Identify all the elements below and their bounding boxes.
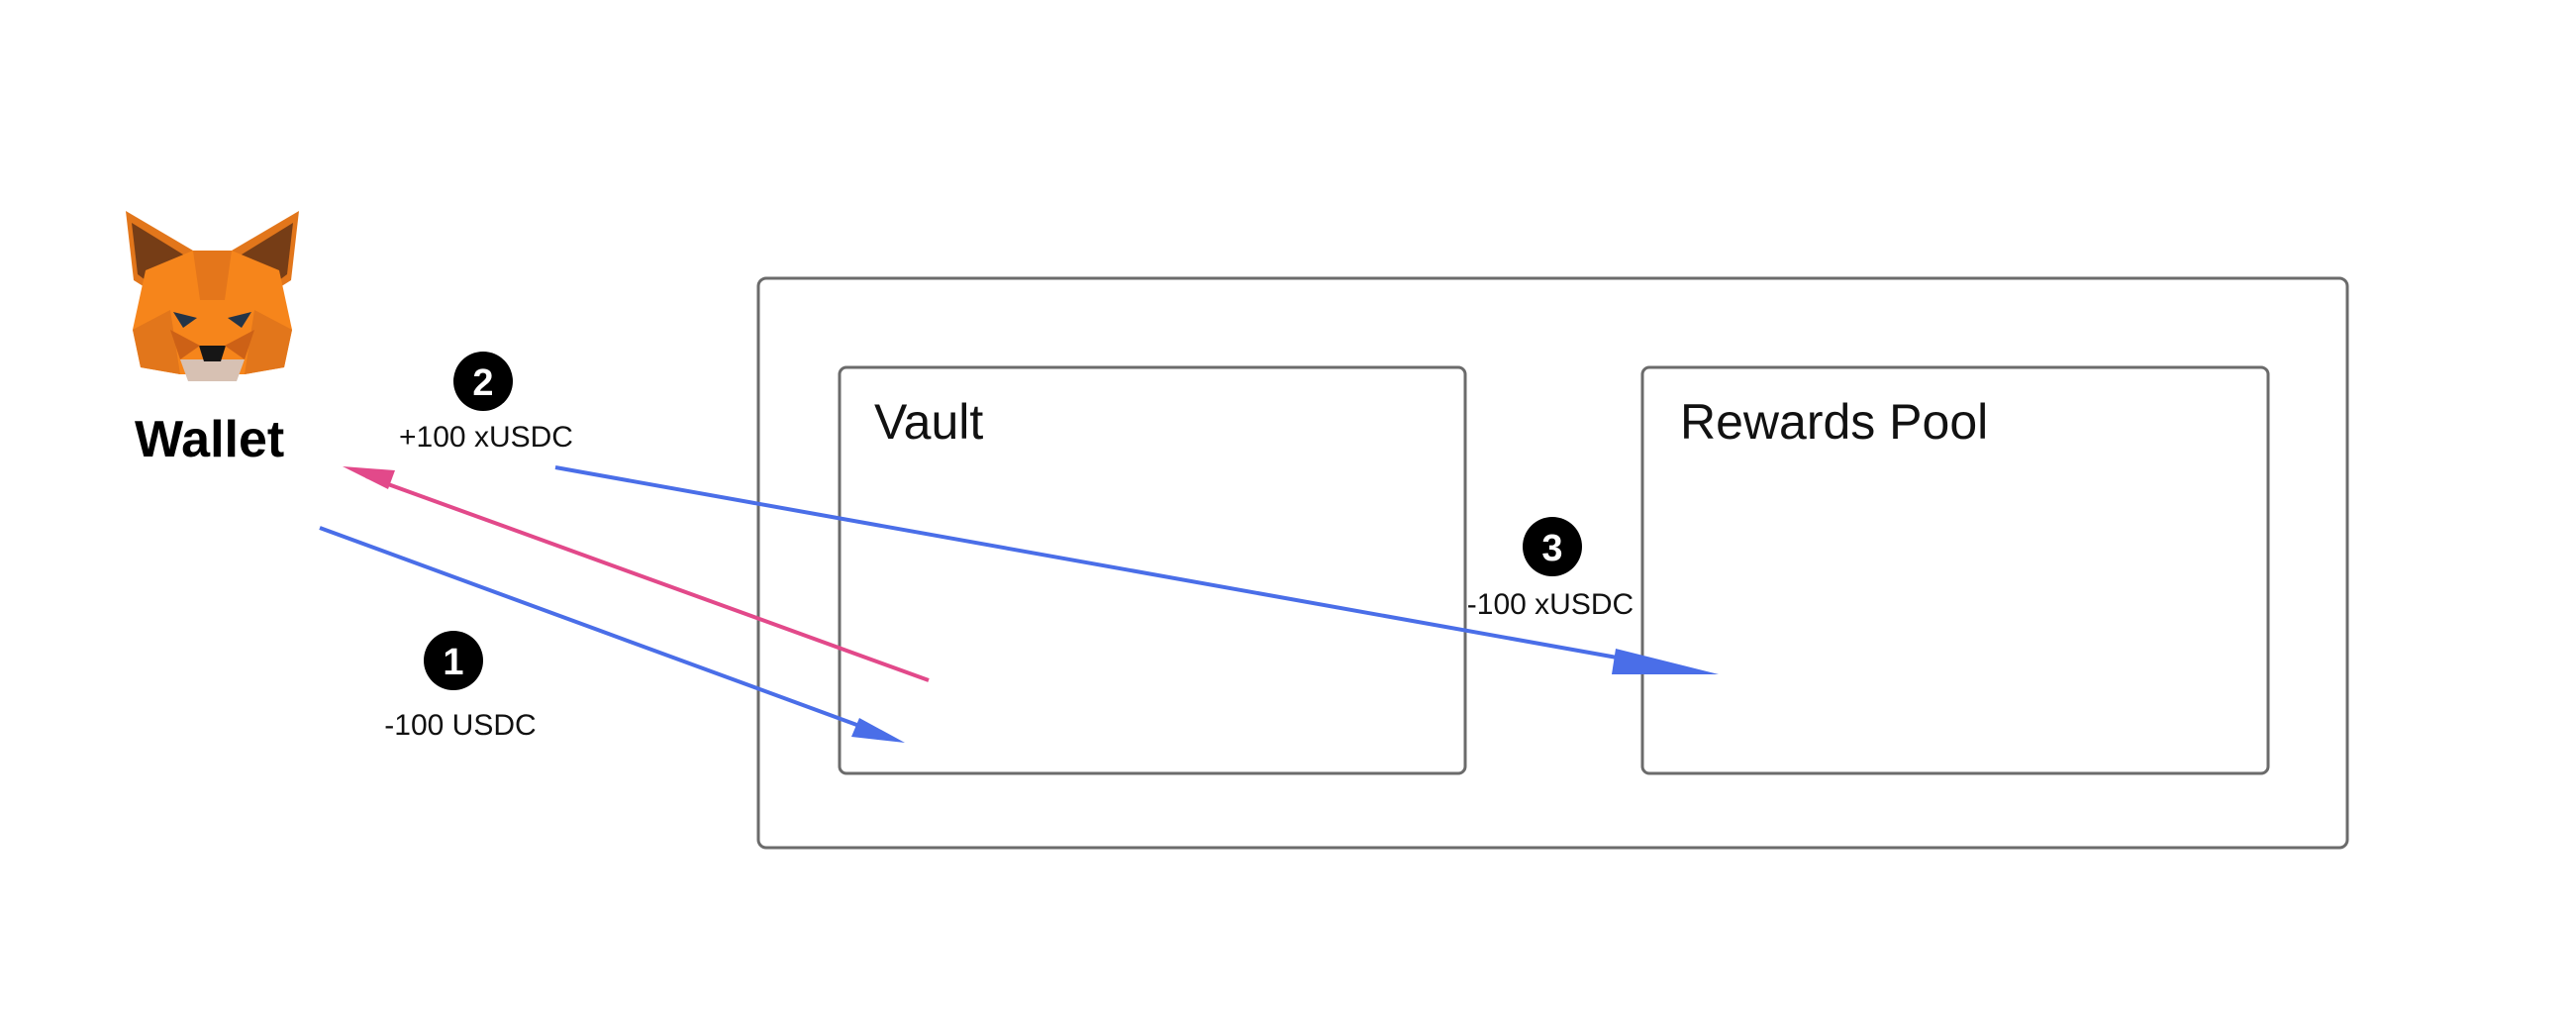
step-amount: -100 USDC: [384, 709, 536, 742]
step-2: 2 +100 xUSDC: [399, 352, 573, 454]
rewards-pool-title: Rewards Pool: [1680, 394, 1988, 450]
arrow-mint-xusdc: [343, 466, 930, 682]
metamask-fox-icon: [126, 211, 299, 381]
wallet-label: Wallet: [135, 411, 284, 468]
vault-box: Vault: [838, 365, 1467, 775]
step-badge: [424, 631, 483, 690]
rewards-pool-box: Rewards Pool: [1640, 365, 2270, 775]
step-amount: -100 xUSDC: [1467, 588, 1634, 621]
step-badge: [1523, 517, 1582, 576]
step-number: 1: [443, 642, 463, 683]
step-badge: [453, 352, 513, 411]
step-1: 1 -100 USDC: [384, 631, 537, 742]
arrow-stake-xusdc: [554, 465, 1719, 674]
vault-title: Vault: [874, 394, 983, 450]
step-number: 3: [1541, 528, 1562, 569]
step-3: 3 -100 xUSDC: [1467, 517, 1634, 621]
arrow-deposit-usdc: [319, 526, 905, 743]
step-number: 2: [472, 362, 493, 404]
protocol-container: [756, 276, 2349, 850]
step-amount: +100 xUSDC: [399, 421, 573, 454]
